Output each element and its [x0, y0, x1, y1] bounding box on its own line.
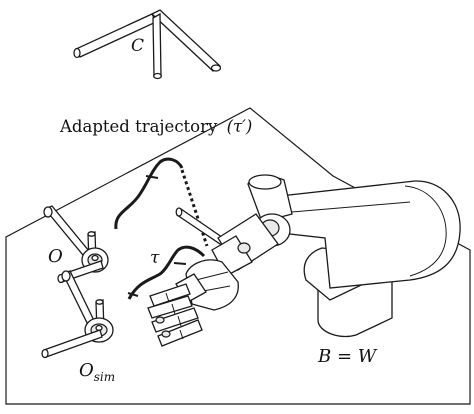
frame-c-axis-right: [150, 9, 222, 72]
adapted-trajectory-caption: Adapted trajectory (τ′): [59, 117, 252, 136]
table-plane: [5, 107, 471, 405]
adapted-trajectory-dotted-link: [180, 169, 209, 247]
object-label: O: [48, 246, 63, 267]
object-sim-label: Osim: [79, 360, 115, 384]
original-trajectory-curve: [127, 245, 206, 300]
robot-arm: [211, 174, 461, 338]
frame-c-label: C: [131, 36, 144, 56]
frame-c-axis-down: [152, 12, 162, 80]
frame-c-axes: [73, 9, 222, 80]
original-trajectory-tick-start: [127, 292, 139, 297]
adapted-trajectory-tick: [145, 175, 159, 179]
robot-hand: [147, 259, 239, 347]
base-world-label: B = W: [317, 346, 378, 367]
tau-label: τ: [150, 248, 160, 268]
adapted-trajectory-curve: [114, 157, 184, 230]
object-frame-o: [43, 205, 109, 284]
object-frame-o-sim: [41, 270, 114, 359]
original-trajectory-tick-end: [173, 262, 187, 265]
